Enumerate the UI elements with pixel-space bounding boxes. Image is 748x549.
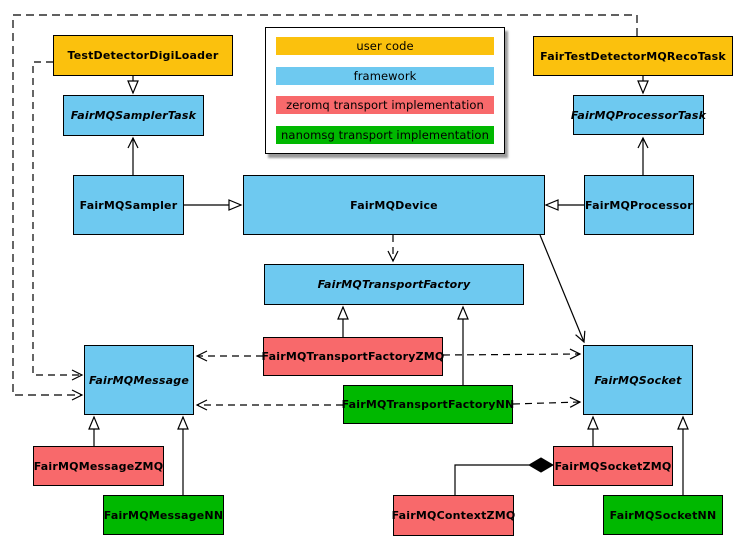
legend-item-zeromq: zeromq transport implementation <box>276 96 494 115</box>
edge-factorynn-creates-socket <box>512 396 582 408</box>
class-box-fairmq-message-nn: FairMQMessageNN <box>103 495 224 535</box>
class-box-fairmq-transport-factory: FairMQTransportFactory <box>264 264 524 305</box>
class-box-fairmq-device: FairMQDevice <box>243 175 545 235</box>
edge-device-uses-socket <box>539 234 586 344</box>
legend-item-nanomsg: nanomsg transport implementation <box>276 125 494 144</box>
class-box-fairmq-message-zmq: FairMQMessageZMQ <box>33 446 164 486</box>
legend-item-framework: framework <box>276 66 494 85</box>
class-box-fairmq-socket-nn: FairMQSocketNN <box>603 495 723 535</box>
edge-factoryzmq-creates-socket <box>442 348 582 360</box>
class-box-fairmq-context-zmq: FairMQContextZMQ <box>392 495 515 536</box>
class-box-fairmq-socket: FairMQSocket <box>583 345 693 415</box>
class-box-fair-test-detector-mq-reco-task: FairTestDetectorMQRecoTask <box>533 36 733 76</box>
legend-item-user-code: user code <box>276 37 494 55</box>
class-box-fairmq-sampler-task: FairMQSamplerTask <box>63 95 204 136</box>
edge-contextzmq-composes-socketzmq <box>454 464 529 495</box>
class-box-test-detector-digi-loader: TestDetectorDigiLoader <box>53 35 233 76</box>
class-box-fairmq-transport-factory-nn: FairMQTransportFactoryNN <box>342 385 514 424</box>
class-box-fairmq-processor-task: FairMQProcessorTask <box>571 95 706 135</box>
class-box-fairmq-processor: FairMQProcessor <box>584 175 694 235</box>
legend: user code framework zeromq transport imp… <box>265 27 505 154</box>
edge-recotask-uses-message <box>12 14 638 401</box>
class-box-fairmq-transport-factory-zmq: FairMQTransportFactoryZMQ <box>262 337 444 376</box>
composition-diamond <box>528 457 554 473</box>
class-box-fairmq-message: FairMQMessage <box>84 345 194 415</box>
class-box-fairmq-sampler: FairMQSampler <box>73 175 184 235</box>
class-box-fairmq-socket-zmq: FairMQSocketZMQ <box>553 446 673 486</box>
